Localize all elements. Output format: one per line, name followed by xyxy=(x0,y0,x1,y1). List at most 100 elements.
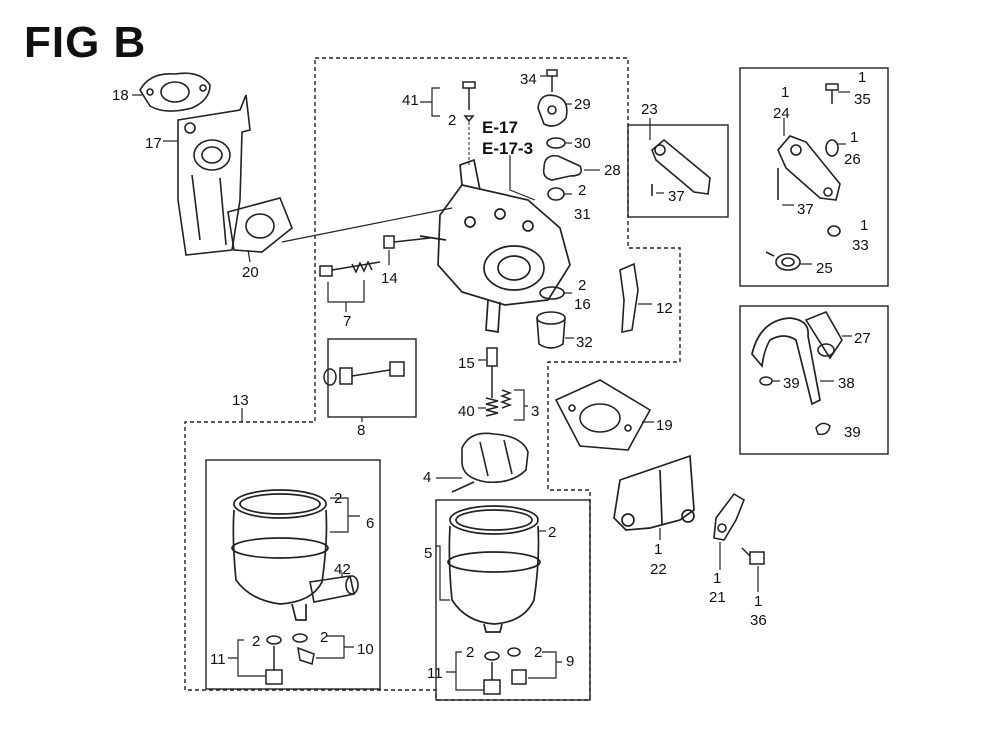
float-4-icon xyxy=(451,432,529,493)
screw-41-icon xyxy=(462,81,476,123)
callout-ce17: E-17 xyxy=(482,118,518,137)
clip-39b-icon xyxy=(815,422,831,436)
callout-c30: 30 xyxy=(574,135,591,152)
cap-32-icon xyxy=(536,311,566,349)
callout-c10: 10 xyxy=(357,641,374,658)
spring-25-icon xyxy=(765,251,801,271)
callout-c5: 5 xyxy=(424,545,433,562)
screw-35-icon xyxy=(825,83,839,104)
intake-bracket-17-icon xyxy=(177,94,251,256)
callout-c16q: 2 xyxy=(578,277,587,294)
screw-36-icon xyxy=(741,547,765,565)
bracket-22-icon xyxy=(613,454,695,531)
callout-c17: 17 xyxy=(145,135,162,152)
box-6-bowl xyxy=(205,459,381,690)
tube-38-icon xyxy=(751,317,821,406)
callout-c36: 36 xyxy=(750,612,767,629)
callout-c37b: 37 xyxy=(797,201,814,218)
callout-c11a: 11 xyxy=(210,651,226,668)
callout-c35: 35 xyxy=(854,91,871,108)
callout-c10q1: 2 xyxy=(252,633,261,650)
clip-39a-icon xyxy=(759,376,773,386)
drain-screw-9-icon xyxy=(507,647,527,685)
callout-c23: 23 xyxy=(641,101,658,118)
callout-c21: 21 xyxy=(709,589,726,606)
drain-tube-42-icon xyxy=(309,575,359,603)
callout-c9: 9 xyxy=(566,653,575,670)
drain-screw-10-icon xyxy=(292,633,315,665)
callout-c33q: 1 xyxy=(860,217,869,234)
callout-c5q: 2 xyxy=(548,524,557,541)
callout-c8: 8 xyxy=(357,422,366,439)
callout-c33: 33 xyxy=(852,237,869,254)
callout-c22q: 1 xyxy=(654,541,663,558)
callout-c35q: 1 xyxy=(858,69,867,86)
callout-c13: 13 xyxy=(232,392,249,409)
callout-c42: 42 xyxy=(334,561,351,578)
clip-12-icon xyxy=(619,262,639,333)
callout-c12: 12 xyxy=(656,300,673,317)
figure-title: FIG B xyxy=(24,18,147,67)
box-right-bottom xyxy=(739,305,889,455)
callout-c6: 6 xyxy=(366,515,375,532)
nut-31-icon xyxy=(547,187,565,201)
callout-c20: 20 xyxy=(242,264,259,281)
callout-c24: 24 xyxy=(773,105,790,122)
callout-c38: 38 xyxy=(838,375,855,392)
jet-15-icon xyxy=(485,347,499,417)
lever-assembly-24-icon xyxy=(777,135,841,201)
callout-c4: 4 xyxy=(423,469,432,486)
float-bowl-5-icon xyxy=(447,505,541,633)
clip-28-icon xyxy=(542,154,583,181)
screw-14-icon xyxy=(383,235,431,249)
callout-c6q: 2 xyxy=(334,490,343,507)
callout-c7: 7 xyxy=(343,313,352,330)
callout-c27: 27 xyxy=(854,330,871,347)
callout-c41q: 2 xyxy=(448,112,457,129)
gasket-19-icon xyxy=(554,379,652,451)
bolt-11b-icon xyxy=(483,651,501,695)
callout-c36q: 1 xyxy=(754,593,763,610)
callout-c16: 16 xyxy=(574,296,591,313)
gasket-18-icon xyxy=(139,72,211,112)
callout-c19: 19 xyxy=(656,417,673,434)
callout-ce173: E-17-3 xyxy=(482,139,534,158)
screw-set-8-icon xyxy=(323,361,405,386)
callout-c31q: 2 xyxy=(578,182,587,199)
clamp-27-icon xyxy=(804,310,843,360)
box-23 xyxy=(627,124,729,218)
clip-26-icon xyxy=(825,139,839,157)
washer-30-icon xyxy=(546,137,566,149)
callout-c29: 29 xyxy=(574,96,591,113)
callout-c15: 15 xyxy=(458,355,475,372)
carburetor-body-icon xyxy=(419,158,571,333)
nut-33-icon xyxy=(827,225,841,237)
callout-c31: 31 xyxy=(574,206,591,223)
float-bowl-6-icon xyxy=(231,489,329,621)
callout-c26: 26 xyxy=(844,151,861,168)
callout-c21q: 1 xyxy=(713,570,722,587)
callout-c18: 18 xyxy=(112,87,129,104)
callout-c34: 34 xyxy=(520,71,537,88)
callout-c3: 3 xyxy=(531,403,540,420)
callout-c26q: 1 xyxy=(850,129,859,146)
gasket-20-icon xyxy=(227,197,293,253)
box-8 xyxy=(327,338,417,418)
bolt-11a-icon xyxy=(265,635,283,685)
callout-c25: 25 xyxy=(816,260,833,277)
callout-c32: 32 xyxy=(576,334,593,351)
box-5-bowl xyxy=(435,499,591,701)
callout-c11b: 11 xyxy=(427,665,443,682)
screw-34-icon xyxy=(546,69,558,92)
callout-c39a: 39 xyxy=(783,375,800,392)
box-right-top xyxy=(739,67,889,287)
callout-c9q2: 2 xyxy=(534,644,543,661)
carburetor-group-outline xyxy=(184,57,681,701)
callout-c40: 40 xyxy=(458,403,475,420)
callout-c9q1: 2 xyxy=(466,644,475,661)
choke-arm-23-icon xyxy=(651,138,711,196)
callout-c14: 14 xyxy=(381,270,398,287)
callout-c37a: 37 xyxy=(668,188,685,205)
